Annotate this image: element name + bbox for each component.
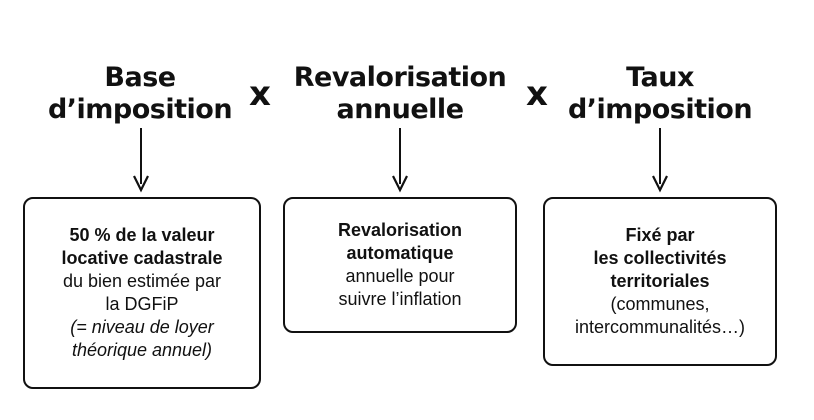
multiply-operator: x bbox=[526, 74, 548, 114]
heading-line: Base bbox=[104, 62, 176, 93]
heading-line: d’imposition bbox=[567, 94, 753, 125]
box-line: théorique annuel) bbox=[71, 340, 213, 360]
heading-taux-imposition: Taux d’imposition bbox=[540, 62, 780, 126]
heading-line: annuelle bbox=[336, 94, 464, 125]
heading-line: d’imposition bbox=[47, 94, 233, 125]
box-line: du bien estimée par bbox=[62, 271, 222, 291]
arrow-down-icon bbox=[652, 128, 668, 193]
box-line: les collectivités bbox=[593, 248, 727, 268]
heading-line: Revalorisation bbox=[293, 62, 507, 93]
box-taux-imposition: Fixé par les collectivités territoriales… bbox=[543, 197, 777, 366]
box-base-imposition: 50 % de la valeur locative cadastrale du… bbox=[23, 197, 261, 389]
box-line: Fixé par bbox=[625, 225, 695, 245]
multiply-operator: x bbox=[249, 74, 271, 114]
box-line: automatique bbox=[346, 243, 454, 263]
box-line: (= niveau de loyer bbox=[70, 317, 214, 337]
heading-base-imposition: Base d’imposition bbox=[20, 62, 260, 126]
box-line: Revalorisation bbox=[337, 220, 463, 240]
box-line: annuelle pour bbox=[345, 266, 455, 286]
box-line: (communes, bbox=[610, 294, 710, 314]
box-line: la DGFiP bbox=[105, 294, 179, 314]
box-revalorisation: Revalorisation automatique annuelle pour… bbox=[283, 197, 517, 333]
heading-revalorisation: Revalorisation annuelle bbox=[280, 62, 520, 126]
arrow-down-icon bbox=[392, 128, 408, 193]
box-line: territoriales bbox=[610, 271, 710, 291]
box-line: locative cadastrale bbox=[61, 248, 223, 268]
box-line: suivre l’inflation bbox=[338, 289, 462, 309]
box-line: 50 % de la valeur bbox=[69, 225, 215, 245]
arrow-down-icon bbox=[133, 128, 149, 193]
heading-line: Taux bbox=[626, 62, 694, 93]
box-line: intercommunalités…) bbox=[574, 317, 746, 337]
